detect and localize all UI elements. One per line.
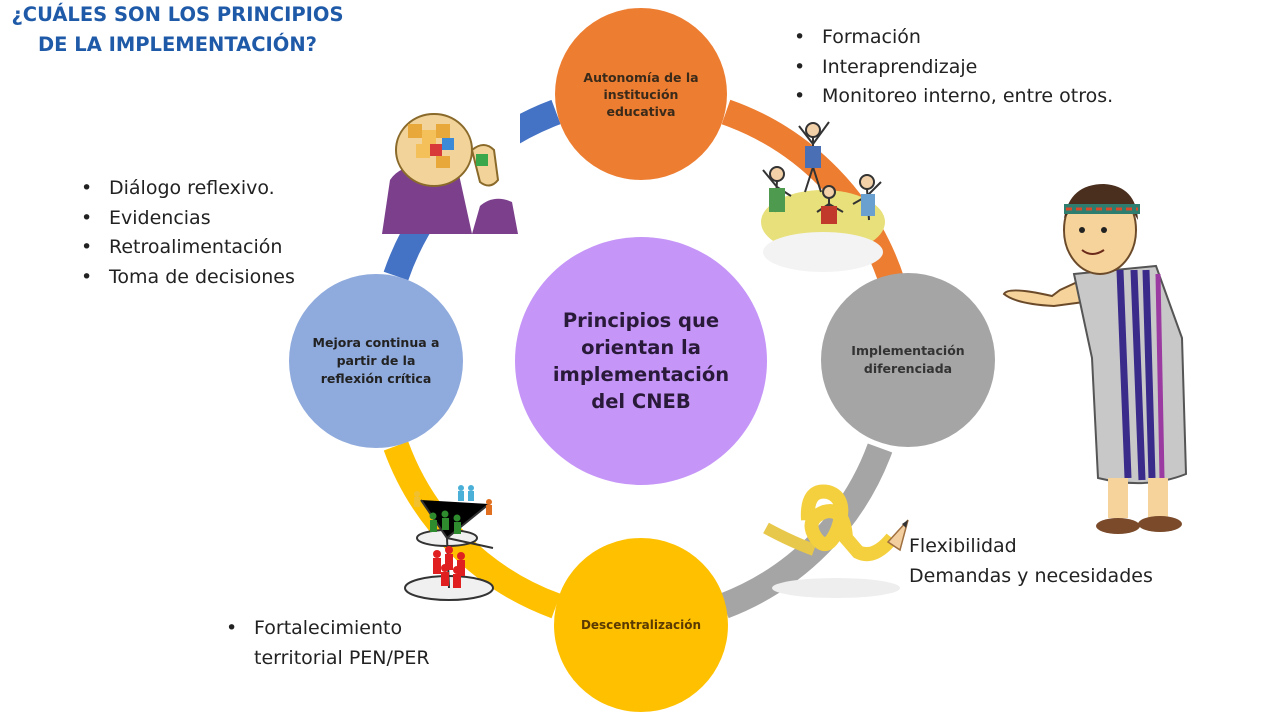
note-item: Formación — [794, 23, 1113, 53]
boy-pointing-illustration — [1002, 184, 1188, 534]
page-title: ¿CUÁLES SON LOS PRINCIPIOS DE LA IMPLEME… — [11, 3, 344, 56]
principle-implementacion-circle: Implementación diferenciada — [821, 273, 995, 447]
notes-top-right: Formación Interaprendizaje Monitoreo int… — [794, 23, 1113, 112]
notes-bottom-right: Flexibilidad Demandas y necesidades — [909, 532, 1153, 591]
note-item: Toma de decisiones — [81, 263, 295, 293]
thinking-man-illustration — [362, 110, 520, 234]
note-line: Fortalecimiento — [254, 617, 403, 639]
note-item: Retroalimentación — [81, 233, 295, 263]
principle-descentralizacion-label: Descentralización — [580, 618, 702, 632]
center-label: Principios que orientan la implementació… — [552, 309, 730, 413]
group-meeting-illustration — [761, 121, 885, 272]
notes-bottom-left: Fortalecimiento territorial PEN/PER — [226, 614, 430, 673]
note-line: Demandas y necesidades — [909, 564, 1153, 587]
principle-descentralizacion-circle: Descentralización — [554, 538, 728, 712]
principle-implementacion-label: Implementación diferenciada — [851, 343, 965, 376]
principle-autonomia-circle: Autonomía de la institución educativa — [555, 8, 727, 180]
principle-mejora-circle: Mejora continua a partir de la reflexión… — [289, 274, 463, 448]
curled-pencil-illustration — [763, 484, 909, 598]
note-item: Evidencias — [81, 204, 295, 234]
center-circle: Principios que orientan la implementació… — [515, 237, 767, 485]
note-item: Monitoreo interno, entre otros. — [794, 82, 1113, 112]
note-item: Fortalecimiento territorial PEN/PER — [226, 614, 430, 673]
note-item: Diálogo reflexivo. — [81, 174, 295, 204]
note-item: Interaprendizaje — [794, 53, 1113, 83]
note-line: Flexibilidad — [909, 535, 1017, 557]
principle-autonomia-label: Autonomía de la institución educativa — [583, 69, 699, 119]
notes-left: Diálogo reflexivo. Evidencias Retroalime… — [81, 174, 295, 292]
note-line: territorial PEN/PER — [254, 646, 430, 669]
network-illustration — [404, 485, 494, 601]
principle-mejora-label: Mejora continua a partir de la reflexión… — [312, 335, 440, 386]
